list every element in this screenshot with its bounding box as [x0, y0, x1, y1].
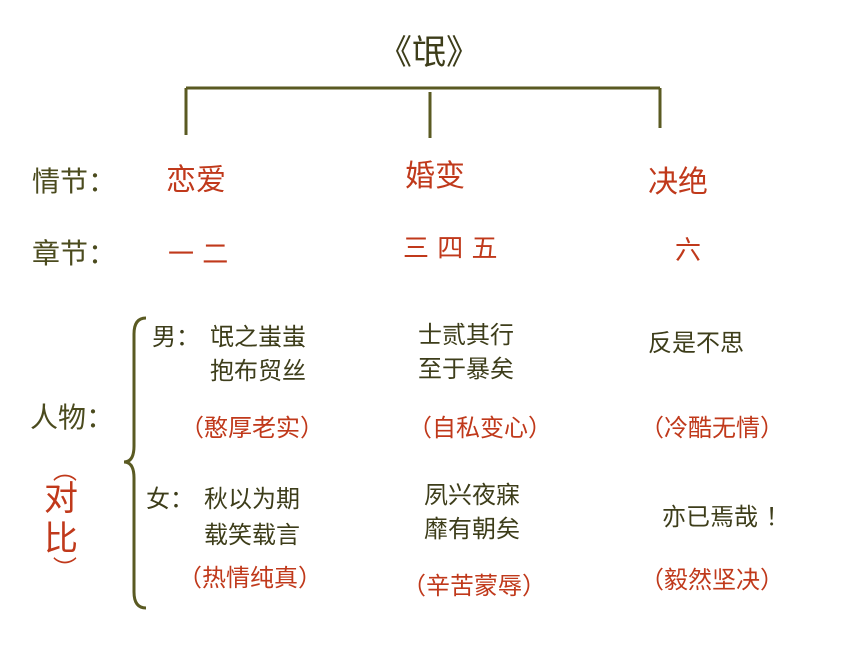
chapters-1: 一 二 [168, 240, 229, 270]
woman-trait-1: （热情纯真） [178, 564, 322, 592]
label-characters: 人物： [30, 401, 115, 434]
woman-trait-3: （毅然坚决） [640, 566, 784, 594]
woman-line-3-1: 亦已焉哉 ！ [662, 503, 790, 531]
man-line-1-1: 氓之蚩蚩 [210, 323, 306, 351]
woman-line-2-1: 夙兴夜寐 [424, 481, 520, 509]
man-prefix: 男： [152, 323, 200, 351]
chapters-2: 三 四 五 [403, 234, 498, 264]
man-line-3-1: 反是不思 [648, 329, 744, 357]
chapters-3: 六 [675, 236, 702, 266]
woman-line-1-2: 载笑载言 [204, 521, 300, 549]
woman-trait-2: （辛苦蒙辱） [402, 572, 546, 600]
contrast-char-1: 对 [44, 479, 78, 519]
contrast-close-paren: ） [50, 556, 78, 580]
man-line-2-1: 士贰其行 [418, 321, 514, 349]
man-trait-1: （憨厚老实） [180, 414, 324, 442]
curly-brace [123, 316, 147, 610]
man-line-2-2: 至于暴矣 [418, 355, 514, 383]
man-trait-2: （自私变心） [408, 414, 552, 442]
woman-line-1-1: 秋以为期 [204, 485, 300, 513]
label-chapter: 章节： [32, 237, 117, 270]
plot-3: 决绝 [648, 165, 708, 200]
plot-1: 恋爱 [166, 163, 226, 198]
woman-prefix: 女： [146, 485, 194, 513]
contrast-char-2: 比 [44, 519, 78, 559]
diagram-title: 《氓》 [378, 33, 480, 73]
man-trait-3: （冷酷无情） [640, 414, 784, 442]
woman-line-2-2: 靡有朝矣 [424, 515, 520, 543]
label-plot: 情节： [32, 165, 117, 198]
plot-2: 婚变 [405, 159, 465, 194]
man-line-1-2: 抱布贸丝 [210, 357, 306, 385]
